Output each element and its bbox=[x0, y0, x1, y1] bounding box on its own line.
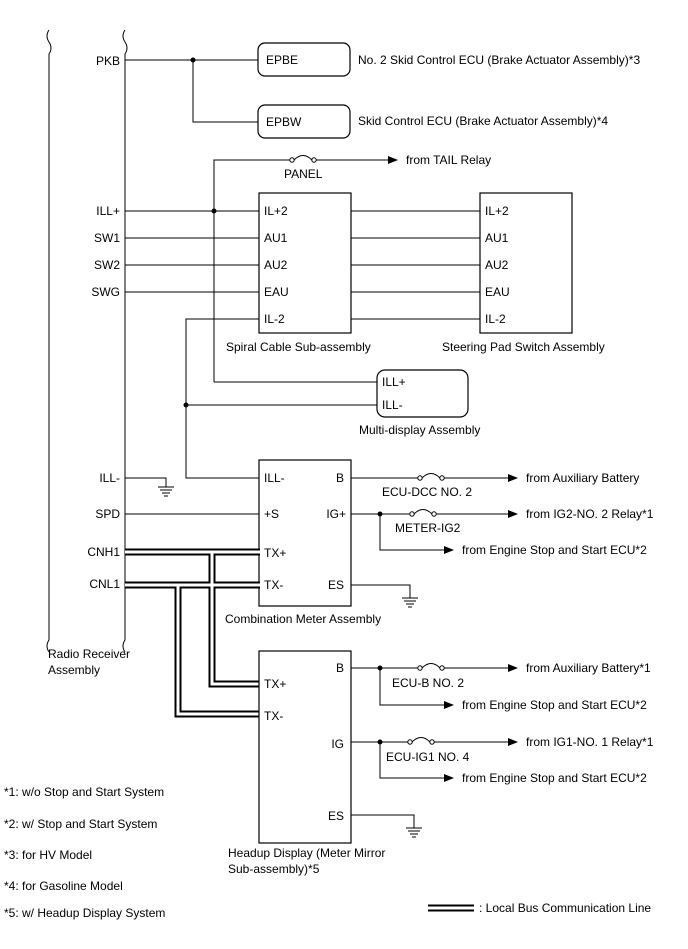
hud-pin-b: B bbox=[336, 661, 344, 675]
spiral-pin-il-plus2: IL+2 bbox=[264, 204, 288, 218]
meter-ig-wiring bbox=[351, 509, 518, 554]
meter-pin-b: B bbox=[336, 471, 344, 485]
headup-display-box bbox=[258, 650, 352, 844]
steering-pin-eau: EAU bbox=[485, 285, 510, 299]
meter-fuse-ecu-dcc: ECU-DCC NO. 2 bbox=[382, 485, 472, 499]
epbe-description: No. 2 Skid Control ECU (Brake Actuator A… bbox=[358, 53, 640, 67]
pkb-wiring bbox=[125, 57, 260, 123]
hud-pin-ig: IG bbox=[331, 737, 344, 751]
note-3: *3: for HV Model bbox=[4, 848, 92, 862]
note-2: *2: w/ Stop and Start System bbox=[4, 817, 157, 831]
hud-label-2: Sub-assembly)*5 bbox=[228, 862, 320, 876]
spiral-pin-il-minus2: IL-2 bbox=[264, 312, 285, 326]
radio-receiver-body bbox=[46, 29, 128, 653]
local-bus-lines bbox=[125, 548, 260, 718]
panel-fuse-label: PANEL bbox=[284, 167, 323, 181]
radio-pin-ill-minus: ILL- bbox=[99, 471, 120, 485]
meter-b-wiring bbox=[351, 473, 518, 482]
epbe-pin: EPBE bbox=[266, 53, 298, 67]
radio-ill-ground bbox=[125, 477, 174, 497]
meter-pin-s: +S bbox=[264, 507, 279, 521]
radio-pin-spd: SPD bbox=[95, 507, 120, 521]
meter-pin-ig: IG+ bbox=[326, 507, 346, 521]
radio-pin-sw1: SW1 bbox=[94, 231, 120, 245]
panel-fuse-wiring bbox=[213, 155, 398, 382]
hud-b-source-2: from Engine Stop and Start ECU*2 bbox=[462, 698, 647, 712]
radio-pin-sw2: SW2 bbox=[94, 258, 120, 272]
epbw-connector-box bbox=[257, 104, 351, 139]
hud-b-wiring bbox=[351, 663, 518, 709]
epbw-description: Skid Control ECU (Brake Actuator Assembl… bbox=[358, 114, 608, 128]
steering-pad-box bbox=[479, 192, 573, 334]
radio-pin-swg: SWG bbox=[91, 285, 120, 299]
meter-pin-txp: TX+ bbox=[264, 546, 286, 560]
meter-pin-txm: TX- bbox=[264, 578, 283, 592]
multi-display-label: Multi-display Assembly bbox=[359, 423, 480, 437]
hud-es-ground bbox=[351, 814, 422, 838]
steering-pad-label: Steering Pad Switch Assembly bbox=[442, 340, 605, 354]
hud-ig-source: from IG1-NO. 1 Relay*1 bbox=[526, 735, 654, 749]
radio-pin-pkb: PKB bbox=[96, 54, 120, 68]
radio-receiver-label-1: Radio Receiver bbox=[48, 647, 130, 661]
spiral-steering-wiring bbox=[351, 210, 481, 320]
hud-pin-es: ES bbox=[328, 809, 344, 823]
spiral-cable-box bbox=[258, 192, 352, 334]
spiral-cable-label: Spiral Cable Sub-assembly bbox=[226, 340, 371, 354]
spiral-pin-eau: EAU bbox=[264, 285, 289, 299]
steering-pin-il-minus2: IL-2 bbox=[485, 312, 506, 326]
legend-label: : Local Bus Communication Line bbox=[479, 901, 651, 915]
radio-spiral-wiring bbox=[125, 208, 378, 479]
combination-meter-label: Combination Meter Assembly bbox=[225, 612, 381, 626]
spiral-pin-au2: AU2 bbox=[264, 258, 288, 272]
multi-pin-ill-minus: ILL- bbox=[382, 398, 403, 412]
steering-pin-au1: AU1 bbox=[485, 231, 509, 245]
combination-meter-box bbox=[258, 459, 352, 607]
tail-relay-source: from TAIL Relay bbox=[406, 153, 491, 167]
note-4: *4: for Gasoline Model bbox=[4, 879, 123, 893]
meter-ig-source-2: from Engine Stop and Start ECU*2 bbox=[462, 543, 647, 557]
hud-ig-source-2: from Engine Stop and Start ECU*2 bbox=[462, 771, 647, 785]
steering-pin-au2: AU2 bbox=[485, 258, 509, 272]
note-5: *5: w/ Headup Display System bbox=[4, 906, 165, 920]
radio-receiver-label-2: Assembly bbox=[48, 663, 100, 677]
epbw-pin: EPBW bbox=[266, 115, 302, 129]
meter-es-ground bbox=[351, 584, 418, 608]
hud-label-1: Headup Display (Meter Mirror bbox=[228, 846, 385, 860]
note-1: *1: w/o Stop and Start System bbox=[4, 785, 164, 799]
spiral-pin-au1: AU1 bbox=[264, 231, 288, 245]
multi-pin-ill-plus: ILL+ bbox=[382, 375, 406, 389]
hud-fuse-ecu-b: ECU-B NO. 2 bbox=[392, 676, 464, 690]
meter-pin-es: ES bbox=[328, 578, 344, 592]
multi-display-box bbox=[376, 369, 469, 418]
hud-ig-wiring bbox=[351, 737, 518, 782]
meter-ig-source: from IG2-NO. 2 Relay*1 bbox=[526, 507, 654, 521]
radio-pin-cnh1: CNH1 bbox=[87, 545, 120, 559]
meter-fuse-meter-ig2: METER-IG2 bbox=[395, 521, 461, 535]
hud-fuse-ecu-ig1: ECU-IG1 NO. 4 bbox=[386, 750, 470, 764]
meter-pin-ill-minus: ILL- bbox=[264, 471, 285, 485]
radio-pin-ill-plus: ILL+ bbox=[96, 204, 120, 218]
steering-pin-il-plus2: IL+2 bbox=[485, 204, 509, 218]
epbe-connector-box bbox=[257, 42, 351, 77]
hud-b-source: from Auxiliary Battery*1 bbox=[526, 661, 651, 675]
meter-b-source: from Auxiliary Battery bbox=[526, 471, 639, 485]
hud-pin-txm: TX- bbox=[264, 709, 283, 723]
hud-pin-txp: TX+ bbox=[264, 677, 286, 691]
radio-pin-cnl1: CNL1 bbox=[89, 577, 120, 591]
